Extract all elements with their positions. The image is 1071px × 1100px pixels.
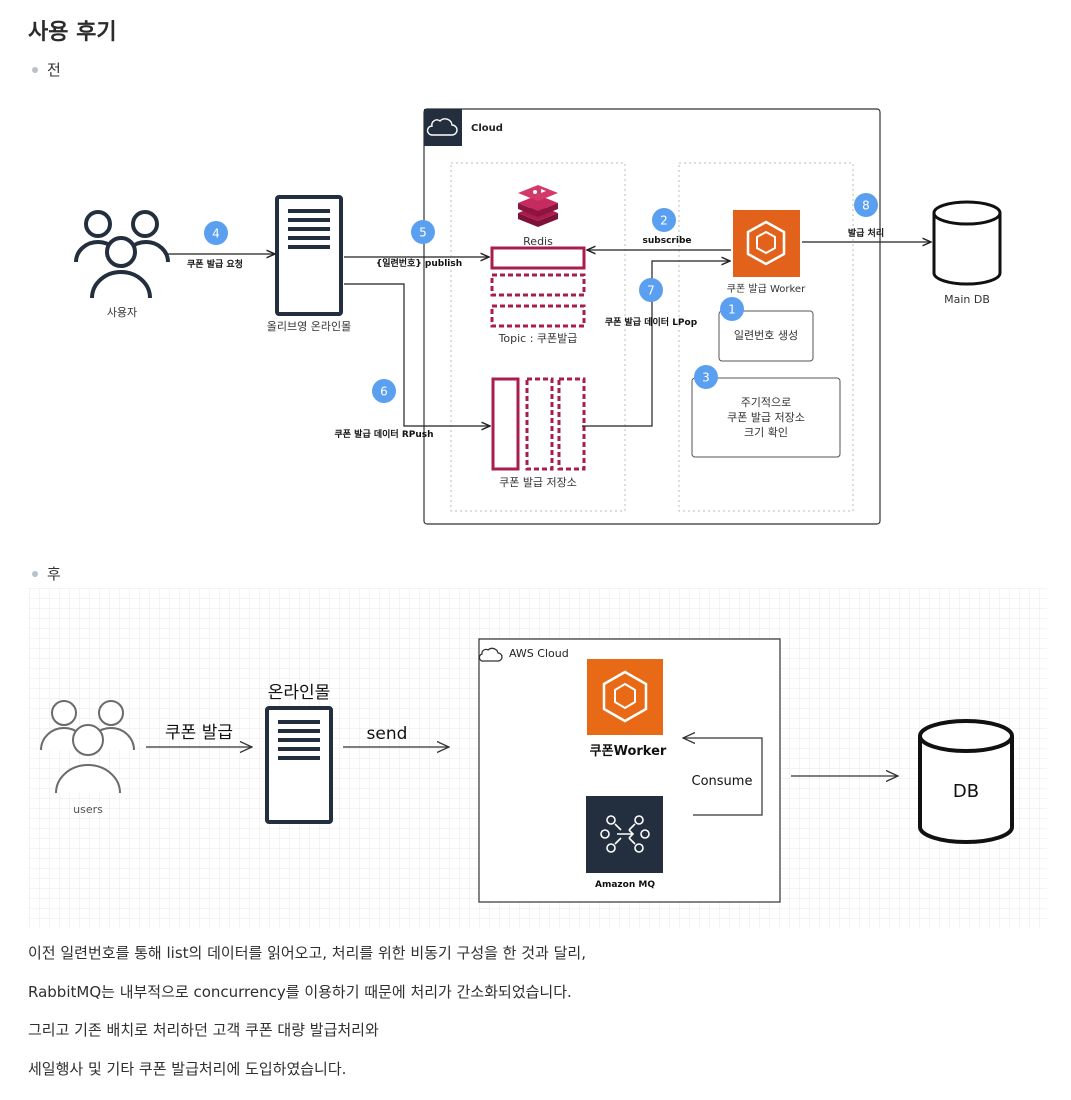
cloud-label: Cloud xyxy=(471,123,503,134)
step8-badge: 8 xyxy=(854,193,878,217)
step4-badge: 4 xyxy=(204,221,228,245)
redis-group xyxy=(450,162,626,512)
svg-text:2: 2 xyxy=(660,214,668,228)
check-box-line-3: 크기 확인 xyxy=(744,426,788,439)
step6-badge: 6 xyxy=(372,379,396,403)
server-label: 올리브영 온라인몰 xyxy=(267,320,351,333)
worker-label: 쿠폰 발급 Worker xyxy=(727,283,806,295)
worker-icon xyxy=(587,659,663,735)
mall-label: 온라인몰 xyxy=(268,683,331,703)
topic-bar-dashed-1 xyxy=(490,273,586,297)
step6-label: 쿠폰 발급 데이터 RPush xyxy=(334,428,433,440)
step2-label: subscribe xyxy=(643,236,692,246)
check-box xyxy=(691,377,841,458)
after-diagram: users 쿠폰 발급 온라인몰 send AWS Cloud 쿠폰Worker… xyxy=(29,588,1047,928)
db-icon xyxy=(918,719,1014,844)
store-bar-dashed-2 xyxy=(557,377,586,471)
before-bullet-label: 전 xyxy=(47,61,61,79)
svg-text:8: 8 xyxy=(862,199,870,213)
db-label: DB xyxy=(953,781,979,802)
svg-text:1: 1 xyxy=(728,303,736,317)
db-label: Main DB xyxy=(944,293,990,306)
svg-text:3: 3 xyxy=(702,371,710,385)
svg-text:6: 6 xyxy=(380,385,388,399)
step2-badge: 2 xyxy=(652,208,676,232)
bullet-dot xyxy=(32,66,38,73)
store-label: 쿠폰 발급 저장소 xyxy=(499,476,577,489)
aws-cloud-label: AWS Cloud xyxy=(509,647,569,660)
send-label: send xyxy=(367,724,408,744)
user-label: 사용자 xyxy=(107,306,137,319)
worker-label: 쿠폰Worker xyxy=(590,744,667,759)
topic-bar-solid xyxy=(490,246,586,270)
topic-label: Topic : 쿠폰발급 xyxy=(498,332,578,345)
check-box-line-1: 주기적으로 xyxy=(741,396,792,409)
after-bullet-label: 후 xyxy=(47,565,61,583)
worker-group xyxy=(678,162,854,512)
step7-label: 쿠폰 발급 데이터 LPop xyxy=(605,316,698,328)
topic-bar-dashed-2 xyxy=(490,304,586,328)
paragraph-4: 세일행사 및 기타 쿠폰 발급처리에 도입하였습니다. xyxy=(28,1060,347,1078)
step8-label: 발급 처리 xyxy=(848,227,884,239)
paragraph-2: RabbitMQ는 내부적으로 concurrency를 이용하기 때문에 처리… xyxy=(28,983,572,1001)
cloud-container xyxy=(423,108,881,525)
svg-text:4: 4 xyxy=(212,227,220,241)
step5-badge: 5 xyxy=(411,220,435,244)
step7-badge: 7 xyxy=(639,278,663,302)
step3-badge: 3 xyxy=(694,365,718,389)
users-icon xyxy=(40,700,135,794)
mq-label: Amazon MQ xyxy=(595,880,655,890)
serial-box-text: 일련번호 생성 xyxy=(734,328,798,342)
worker-icon xyxy=(733,210,800,277)
svg-text:7: 7 xyxy=(647,284,655,298)
users-icon xyxy=(74,210,170,299)
step4-label: 쿠폰 발급 요청 xyxy=(187,258,243,270)
server-icon xyxy=(265,706,333,824)
after-bullet: 후 xyxy=(32,563,61,584)
arrow-rpush xyxy=(344,283,490,426)
check-box-line-2: 쿠폰 발급 저장소 xyxy=(727,411,805,424)
consume-label: Consume xyxy=(692,774,753,789)
step5-label: {일련번호} publish xyxy=(376,257,462,269)
server-icon xyxy=(275,195,343,316)
paragraph-3: 그리고 기존 배치로 처리하던 고객 쿠폰 대량 발급처리와 xyxy=(28,1021,379,1039)
mq-icon xyxy=(586,796,663,873)
step1-badge: 1 xyxy=(720,297,744,321)
store-bar-dashed-1 xyxy=(525,377,554,471)
issue-label: 쿠폰 발급 xyxy=(165,723,233,743)
db-icon xyxy=(932,200,1002,286)
arrow-consume xyxy=(683,738,763,816)
redis-label: Redis xyxy=(523,235,553,248)
store-bar-solid xyxy=(491,377,520,471)
svg-text:5: 5 xyxy=(419,226,427,240)
page-title: 사용 후기 xyxy=(28,20,117,45)
serial-box xyxy=(718,310,814,362)
before-diagram: Cloud 사용자 올리브영 온라인몰 Redis Topic : 쿠폰발급 xyxy=(74,108,1002,525)
arrow-lpop xyxy=(582,261,730,427)
cloud-icon xyxy=(426,118,458,136)
redis-icon xyxy=(518,185,558,227)
paragraph-1: 이전 일련번호를 통해 list의 데이터를 읽어오고, 처리를 위한 비동기 … xyxy=(28,944,586,962)
aws-cloud-icon xyxy=(478,647,503,662)
before-bullet: 전 xyxy=(32,59,61,80)
users-label: users xyxy=(73,803,103,816)
bullet-dot xyxy=(32,570,38,577)
